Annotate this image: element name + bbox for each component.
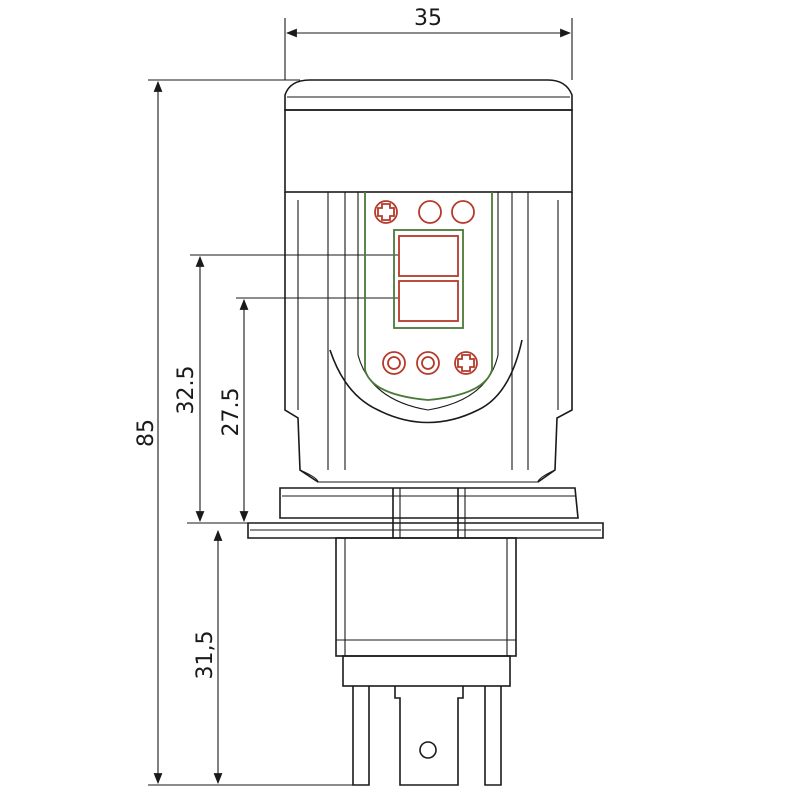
base-height-label: 31,5 [193,631,218,680]
base-height-dimension: 31,5 [193,529,223,785]
led-ring-inner [421,356,435,370]
board-housing-inner [357,192,499,411]
mounting-flange [247,487,604,539]
phillips-screw-icon [454,351,478,375]
bulb-top-cap [284,79,573,111]
led-ring-icon [416,351,440,375]
pin-right [484,686,502,786]
bulb-base [335,537,517,687]
width-dimension: 35 [284,6,573,80]
body-left-side [284,192,319,483]
phillips-screw-icon [374,200,398,224]
height-a-dimension: 32.5 [174,254,398,524]
pin-left [352,686,370,786]
collar [279,487,579,519]
total-height-label: 85 [134,419,159,447]
base-lower-ring [342,655,511,687]
height-a-label: 32.5 [174,366,199,415]
chip-frame [393,229,464,329]
led-ring-inner [387,356,401,370]
pin-hole [419,741,437,759]
led-board [364,192,493,401]
board-housing-curve [329,339,523,424]
height-b-label: 27.5 [219,388,244,437]
width-dimension-label: 35 [414,6,442,31]
led-ring-icon [382,351,406,375]
led-chip-upper [398,235,459,277]
led-ring-icon [451,200,475,224]
base-cylinder [335,537,517,657]
bulb-upper-block [284,109,573,193]
flange-plate [247,522,604,539]
total-height-dimension: 85 [134,79,360,786]
connector-pins [352,686,502,786]
board-outline [364,192,493,401]
neck-curve [299,469,556,483]
body-right-side [537,192,573,483]
height-b-dimension: 27.5 [219,297,398,523]
led-ring-icon [418,200,442,224]
pin-center [394,686,464,786]
led-chip-lower [398,280,459,322]
